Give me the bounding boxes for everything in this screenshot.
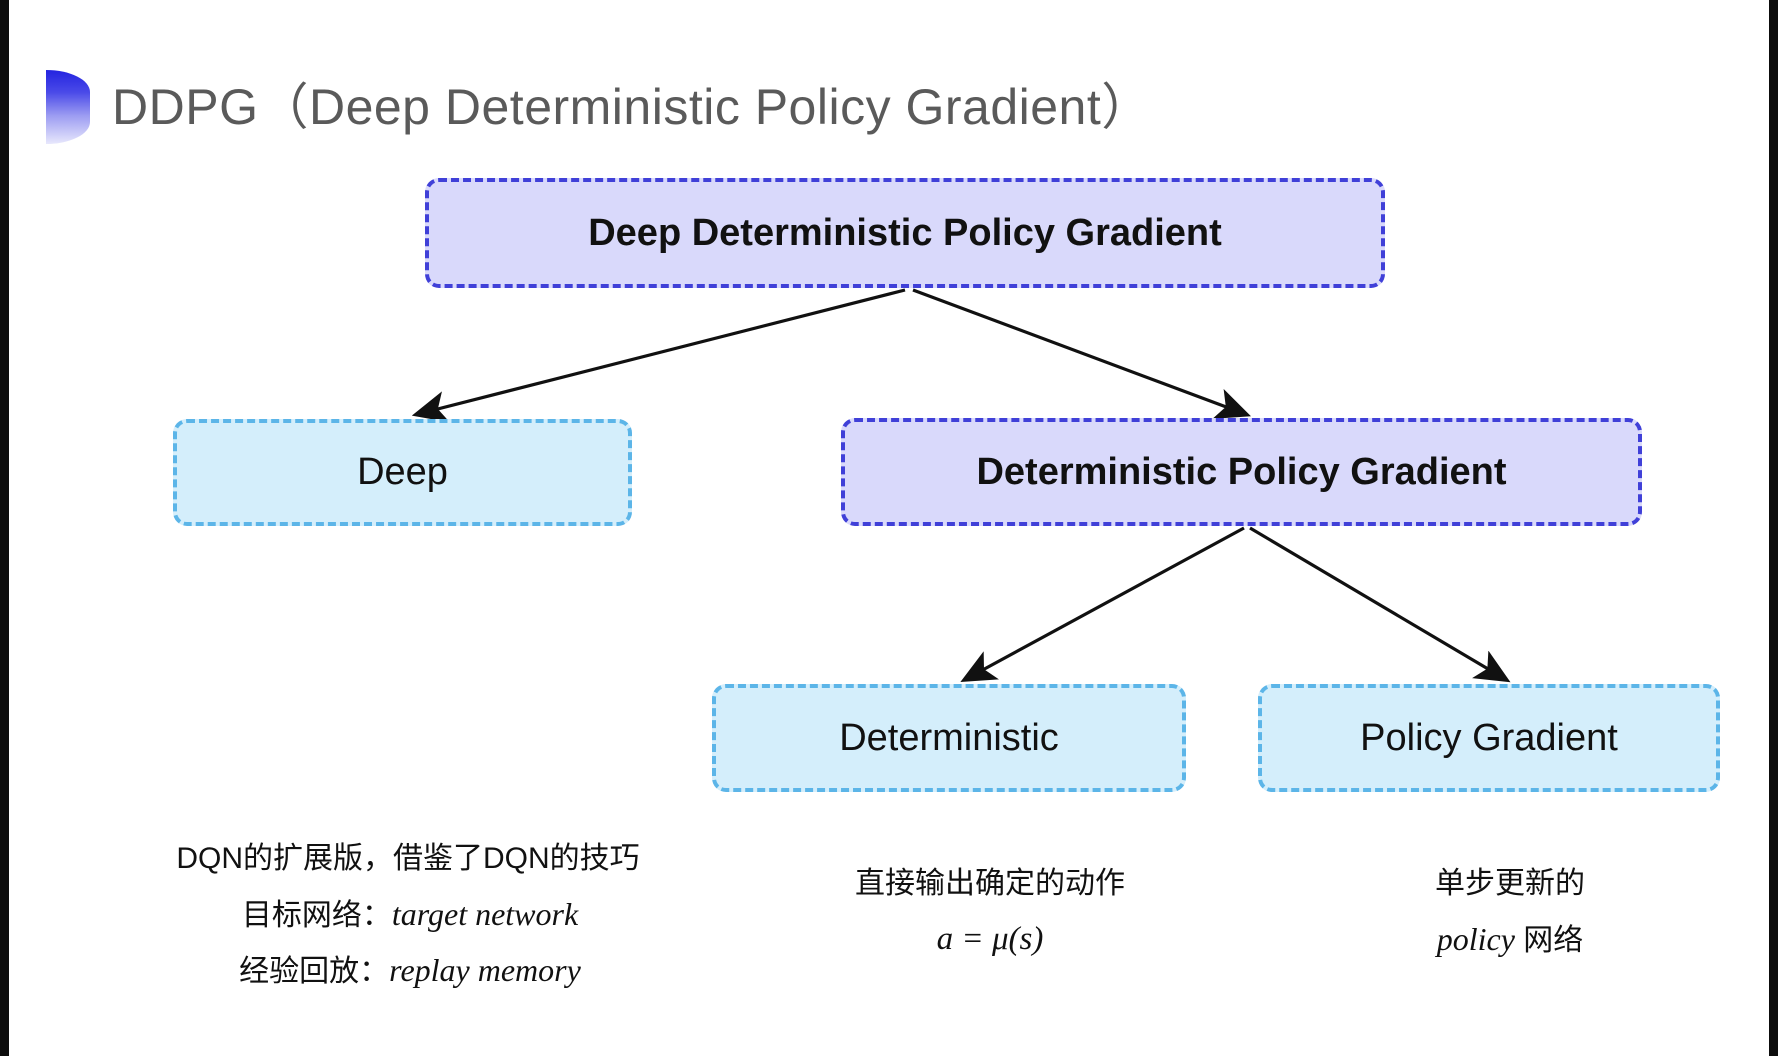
caption-policy-gradient: 单步更新的 policy 网络 — [1350, 858, 1670, 967]
edge-dpg-to-policy-gradient — [1249, 526, 1511, 683]
edge-root-to-dpg — [912, 288, 1251, 419]
letterbox-bar-left — [0, 0, 9, 1056]
caption-deep-line2-label: 目标网络： — [241, 898, 392, 932]
half-circle-gradient-icon — [46, 70, 90, 144]
node-deterministic-policy-gradient[interactable]: Deterministic Policy Gradient — [841, 418, 1642, 526]
caption-policy-gradient-line2-value: policy — [1436, 920, 1515, 957]
caption-deep: DQN的扩展版，借鉴了DQN的技巧 目标网络：target network 经验… — [148, 833, 668, 999]
node-deep-deterministic-policy-gradient[interactable]: Deep Deterministic Policy Gradient — [425, 178, 1385, 288]
page-title: DDPG（Deep Deterministic Policy Gradient） — [112, 79, 1152, 135]
caption-policy-gradient-line2: policy 网络 — [1350, 911, 1670, 968]
edge-root-to-deep — [411, 288, 906, 423]
caption-deterministic: 直接输出确定的动作 a = μ(s) — [790, 858, 1190, 968]
caption-policy-gradient-line1: 单步更新的 — [1435, 867, 1585, 900]
node-deterministic[interactable]: Deterministic — [712, 684, 1186, 792]
caption-deep-line2-value: target network — [391, 895, 579, 932]
caption-deep-line2: 目标网络：target network — [148, 886, 668, 943]
caption-deterministic-formula: a = μ(s) — [936, 920, 1044, 957]
caption-deterministic-line1: 直接输出确定的动作 — [855, 867, 1125, 900]
letterbox-bar-right — [1769, 0, 1778, 1056]
node-deep[interactable]: Deep — [173, 419, 632, 526]
caption-deep-line3-label: 经验回放： — [239, 955, 390, 988]
edge-dpg-to-deterministic — [960, 526, 1245, 683]
caption-policy-gradient-line2-suffix: 网络 — [1514, 923, 1584, 957]
node-policy-gradient[interactable]: Policy Gradient — [1258, 684, 1720, 792]
caption-deep-line1: DQN的扩展版，借鉴了DQN的技巧 — [176, 842, 640, 875]
caption-deep-line3-value: replay memory — [389, 952, 581, 988]
caption-deep-line3: 经验回放：replay memory — [148, 942, 668, 999]
slide-title-row: DDPG（Deep Deterministic Policy Gradient） — [40, 62, 1152, 152]
